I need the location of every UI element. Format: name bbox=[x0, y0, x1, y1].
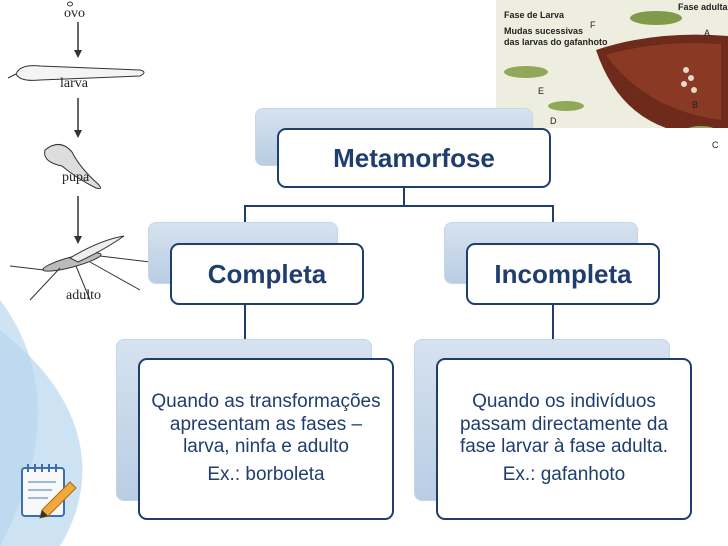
completa-description: Quando as transformações apresentam as f… bbox=[151, 391, 381, 457]
root-node: Metamorfose bbox=[277, 128, 551, 188]
photo-adult-label: Fase adulta bbox=[678, 2, 728, 12]
mosquito-life-cycle-illustration bbox=[7, 1, 151, 301]
stage-label-ovo: ovo bbox=[64, 6, 85, 21]
stage-label-adulto: adulto bbox=[66, 288, 101, 303]
stage-label-pupa: pupa bbox=[62, 170, 90, 185]
marker-d: D bbox=[550, 116, 557, 126]
connector-horizontal bbox=[244, 205, 553, 207]
photo-subheading-2: das larvas do gafanhoto bbox=[504, 37, 608, 47]
photo-heading: Fase de Larva bbox=[504, 10, 565, 20]
incompleta-description: Quando os indivíduos passam directamente… bbox=[459, 391, 669, 457]
notepad-pencil-icon bbox=[21, 464, 77, 519]
incompleta-example: Ex.: gafanhoto bbox=[502, 464, 626, 486]
marker-e: E bbox=[538, 86, 545, 96]
stage-label-larva: larva bbox=[60, 76, 88, 91]
grasshopper-metamorphosis-photo: Fase de Larva Mudas sucessivas das larva… bbox=[496, 0, 728, 128]
marker-b: B bbox=[692, 100, 699, 110]
photo-subheading-1: Mudas sucessivas bbox=[504, 26, 584, 36]
grasshopper-illustration bbox=[504, 11, 728, 128]
completa-node: Completa bbox=[170, 243, 364, 305]
completa-description-box: Quando as transformações apresentam as f… bbox=[138, 358, 394, 520]
connector-completa-down bbox=[244, 305, 246, 339]
marker-c: C bbox=[712, 140, 719, 150]
marker-f: F bbox=[590, 20, 596, 30]
connector-incompleta-down bbox=[552, 305, 554, 339]
incompleta-node: Incompleta bbox=[466, 243, 660, 305]
completa-example: Ex.: borboleta bbox=[207, 464, 325, 486]
connector-root-down bbox=[403, 188, 405, 206]
marker-a: A bbox=[704, 28, 711, 38]
incompleta-description-box: Quando os indivíduos passam directamente… bbox=[436, 358, 692, 520]
